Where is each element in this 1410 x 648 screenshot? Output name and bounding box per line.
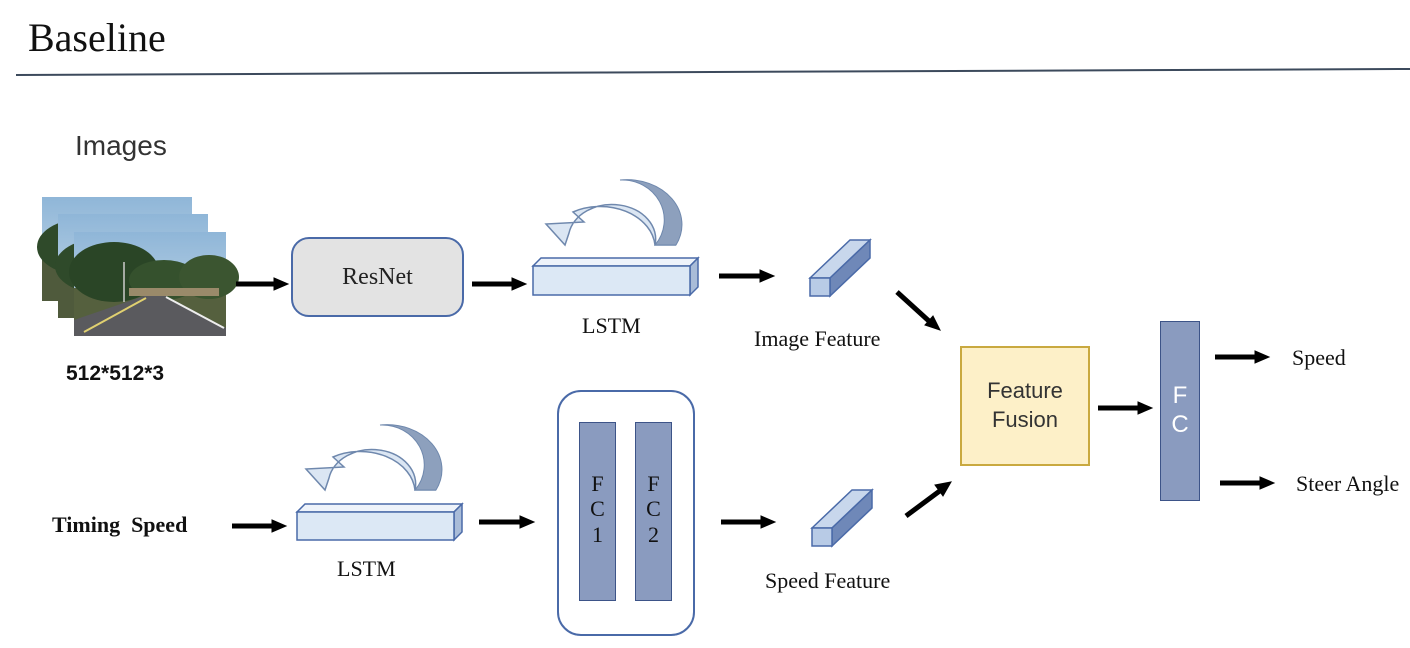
page-title: Baseline — [28, 15, 166, 60]
fc2-char: F — [647, 471, 660, 496]
input-images-stack — [37, 197, 239, 336]
arrow-lstm-to-image-feature — [719, 269, 776, 283]
image-feature-prism — [808, 238, 872, 298]
fc-output-layer: F C — [1160, 321, 1200, 501]
arrow-speed-feature-to-fusion — [904, 481, 952, 519]
lstm-top-label: LSTM — [582, 313, 641, 338]
fc2-char: 2 — [648, 521, 659, 547]
arrow-timing-to-lstm — [232, 519, 288, 533]
arrow-lstm-to-fc-stack — [479, 515, 536, 529]
lstm-bottom-label: LSTM — [337, 556, 396, 581]
arrow-resnet-to-lstm — [472, 277, 528, 291]
fc-out-char: F — [1172, 382, 1188, 410]
lstm-bottom-recurrent-arrow — [304, 424, 443, 492]
fc1-char: 1 — [592, 521, 603, 547]
arrow-image-feature-to-fusion — [895, 290, 941, 331]
lstm-top-block — [531, 256, 700, 297]
images-label: Images — [75, 130, 167, 161]
image-dims-label: 512*512*3 — [66, 362, 165, 385]
fc-stack-container — [557, 390, 695, 636]
fusion-label-line2: Fusion — [991, 407, 1059, 432]
feature-fusion-block: Feature Fusion — [960, 346, 1090, 466]
fc-out-char: C — [1171, 411, 1189, 438]
timing-speed-label: Timing Speed — [52, 512, 188, 537]
lstm-bottom-block — [295, 502, 464, 542]
arrow-fc-to-speed — [1215, 350, 1271, 364]
fc1-char: C — [590, 496, 605, 522]
lstm-top-recurrent-arrow — [544, 179, 683, 247]
arrow-fc-to-steer — [1220, 476, 1276, 490]
speed-feature-prism — [810, 488, 874, 548]
title-rule — [15, 68, 1410, 76]
resnet-block: ResNet — [291, 237, 464, 317]
arrow-images-to-resnet — [236, 277, 290, 291]
fc1-char: F — [591, 471, 604, 496]
arrow-fc-stack-to-speed-feature — [721, 515, 777, 529]
speed-output-label: Speed — [1292, 345, 1346, 370]
fc2-char: C — [646, 496, 661, 522]
speed-feature-label: Speed Feature — [765, 568, 891, 593]
fc2-layer: F C 2 — [635, 422, 672, 601]
image-feature-label: Image Feature — [754, 326, 881, 351]
fc1-layer: F C 1 — [579, 422, 616, 601]
steer-angle-output-label: Steer Angle — [1296, 471, 1400, 496]
arrow-fusion-to-fc — [1098, 401, 1154, 415]
fusion-label-line1: Feature — [987, 378, 1063, 404]
